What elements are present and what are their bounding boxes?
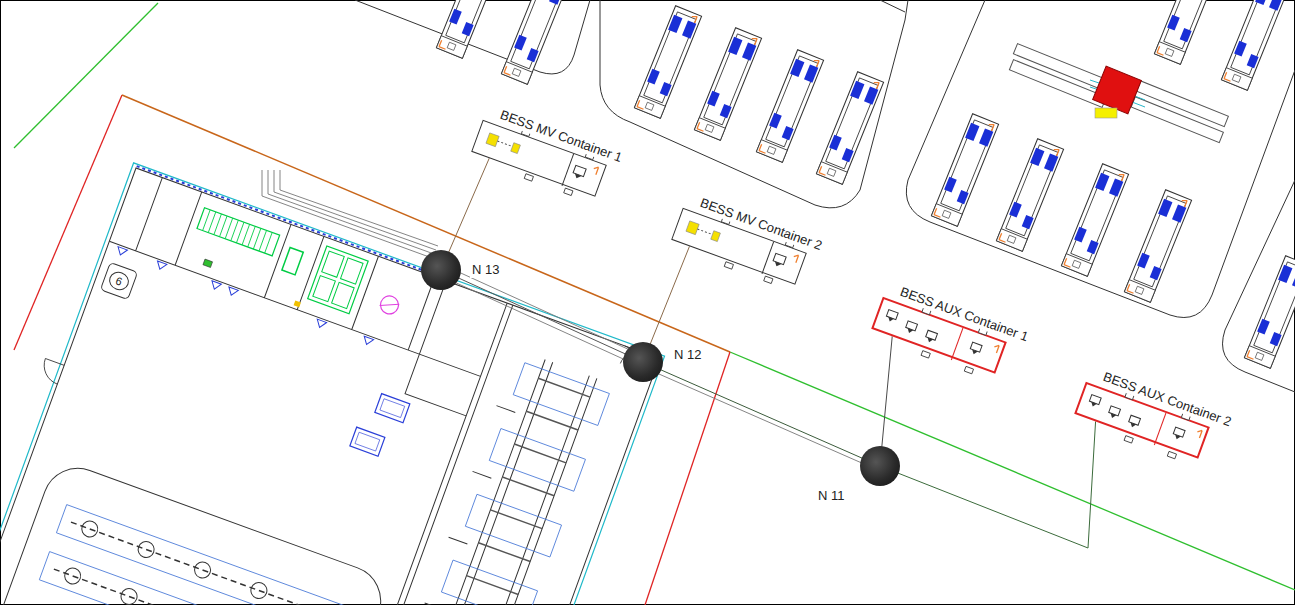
cable-connector <box>441 270 643 362</box>
cable-node: N 12 <box>623 342 663 382</box>
mv-container: BESS MV Container 2 <box>671 188 831 291</box>
cable-node: N 11 <box>860 446 900 486</box>
node-label: N 11 <box>816 488 847 504</box>
node-label: N 12 <box>672 347 703 363</box>
cable-node: N 13 <box>421 250 461 290</box>
mv-container: BESS MV Container 1 <box>471 100 631 203</box>
cable-connector <box>643 362 880 466</box>
aux-container: BESS AUX Container 2 <box>1074 362 1239 467</box>
node-label: N 13 <box>470 262 501 278</box>
cable-connector <box>880 411 1096 548</box>
cable-connector <box>880 326 893 466</box>
aux-container: BESS AUX Container 1 <box>871 277 1036 382</box>
tag-number: 6 <box>107 269 132 293</box>
room-tag: 6 <box>100 262 138 300</box>
